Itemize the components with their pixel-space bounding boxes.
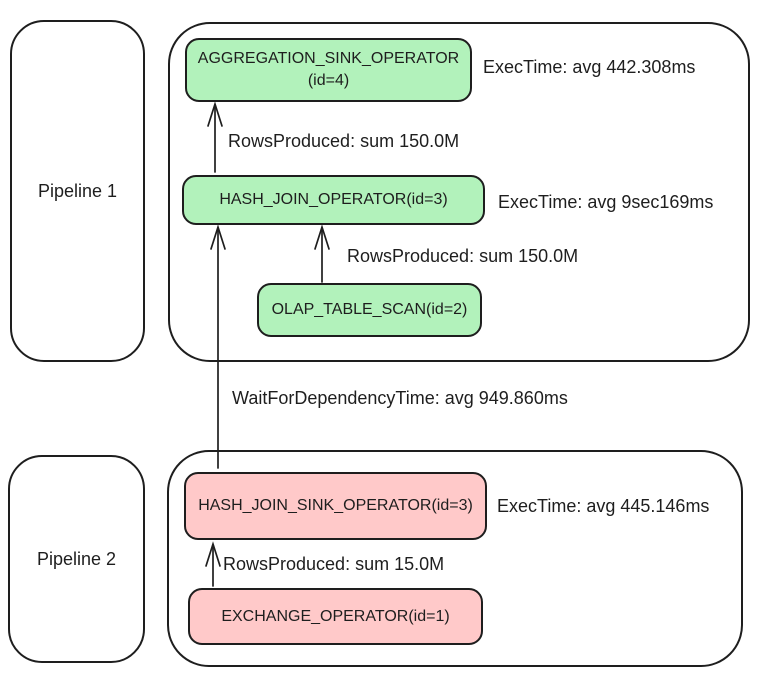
exec-time-aggregation-sink: ExecTime: avg 442.308ms (483, 57, 696, 77)
node-aggregation-sink-operator: AGGREGATION_SINK_OPERATOR (id=4) (185, 38, 472, 102)
node-title-line2: (id=4) (307, 72, 350, 89)
rows-produced-hash-join-to-aggregation: RowsProduced: sum 150.0M (228, 131, 460, 151)
node-olap-table-scan: OLAP_TABLE_SCAN(id=2) (257, 283, 482, 337)
node-title: OLAP_TABLE_SCAN(id=2) (271, 301, 468, 319)
node-hash-join-operator: HASH_JOIN_OPERATOR(id=3) (182, 175, 485, 225)
pipeline2-label: Pipeline 2 (36, 548, 117, 569)
wait-for-dependency-time-label: WaitForDependencyTime: avg 949.860ms (232, 388, 568, 408)
node-hash-join-sink-operator: HASH_JOIN_SINK_OPERATOR(id=3) (184, 472, 487, 540)
exec-time-hash-join: ExecTime: avg 9sec169ms (498, 192, 714, 212)
node-title: HASH_JOIN_SINK_OPERATOR(id=3) (198, 497, 473, 515)
rows-produced-exchange-to-hash-join-sink: RowsProduced: sum 15.0M (223, 554, 445, 574)
pipeline2-label-box: Pipeline 2 (8, 455, 145, 663)
pipeline1-label: Pipeline 1 (37, 180, 118, 201)
rows-produced-olap-to-hash-join: RowsProduced: sum 150.0M (347, 246, 579, 266)
node-exchange-operator: EXCHANGE_OPERATOR(id=1) (188, 588, 483, 645)
node-title-line1: AGGREGATION_SINK_OPERATOR (197, 50, 460, 68)
exec-time-hash-join-sink: ExecTime: avg 445.146ms (497, 496, 710, 516)
pipeline1-label-box: Pipeline 1 (10, 20, 145, 362)
node-title: EXCHANGE_OPERATOR(id=1) (221, 607, 450, 625)
node-title: HASH_JOIN_OPERATOR(id=3) (219, 191, 448, 209)
